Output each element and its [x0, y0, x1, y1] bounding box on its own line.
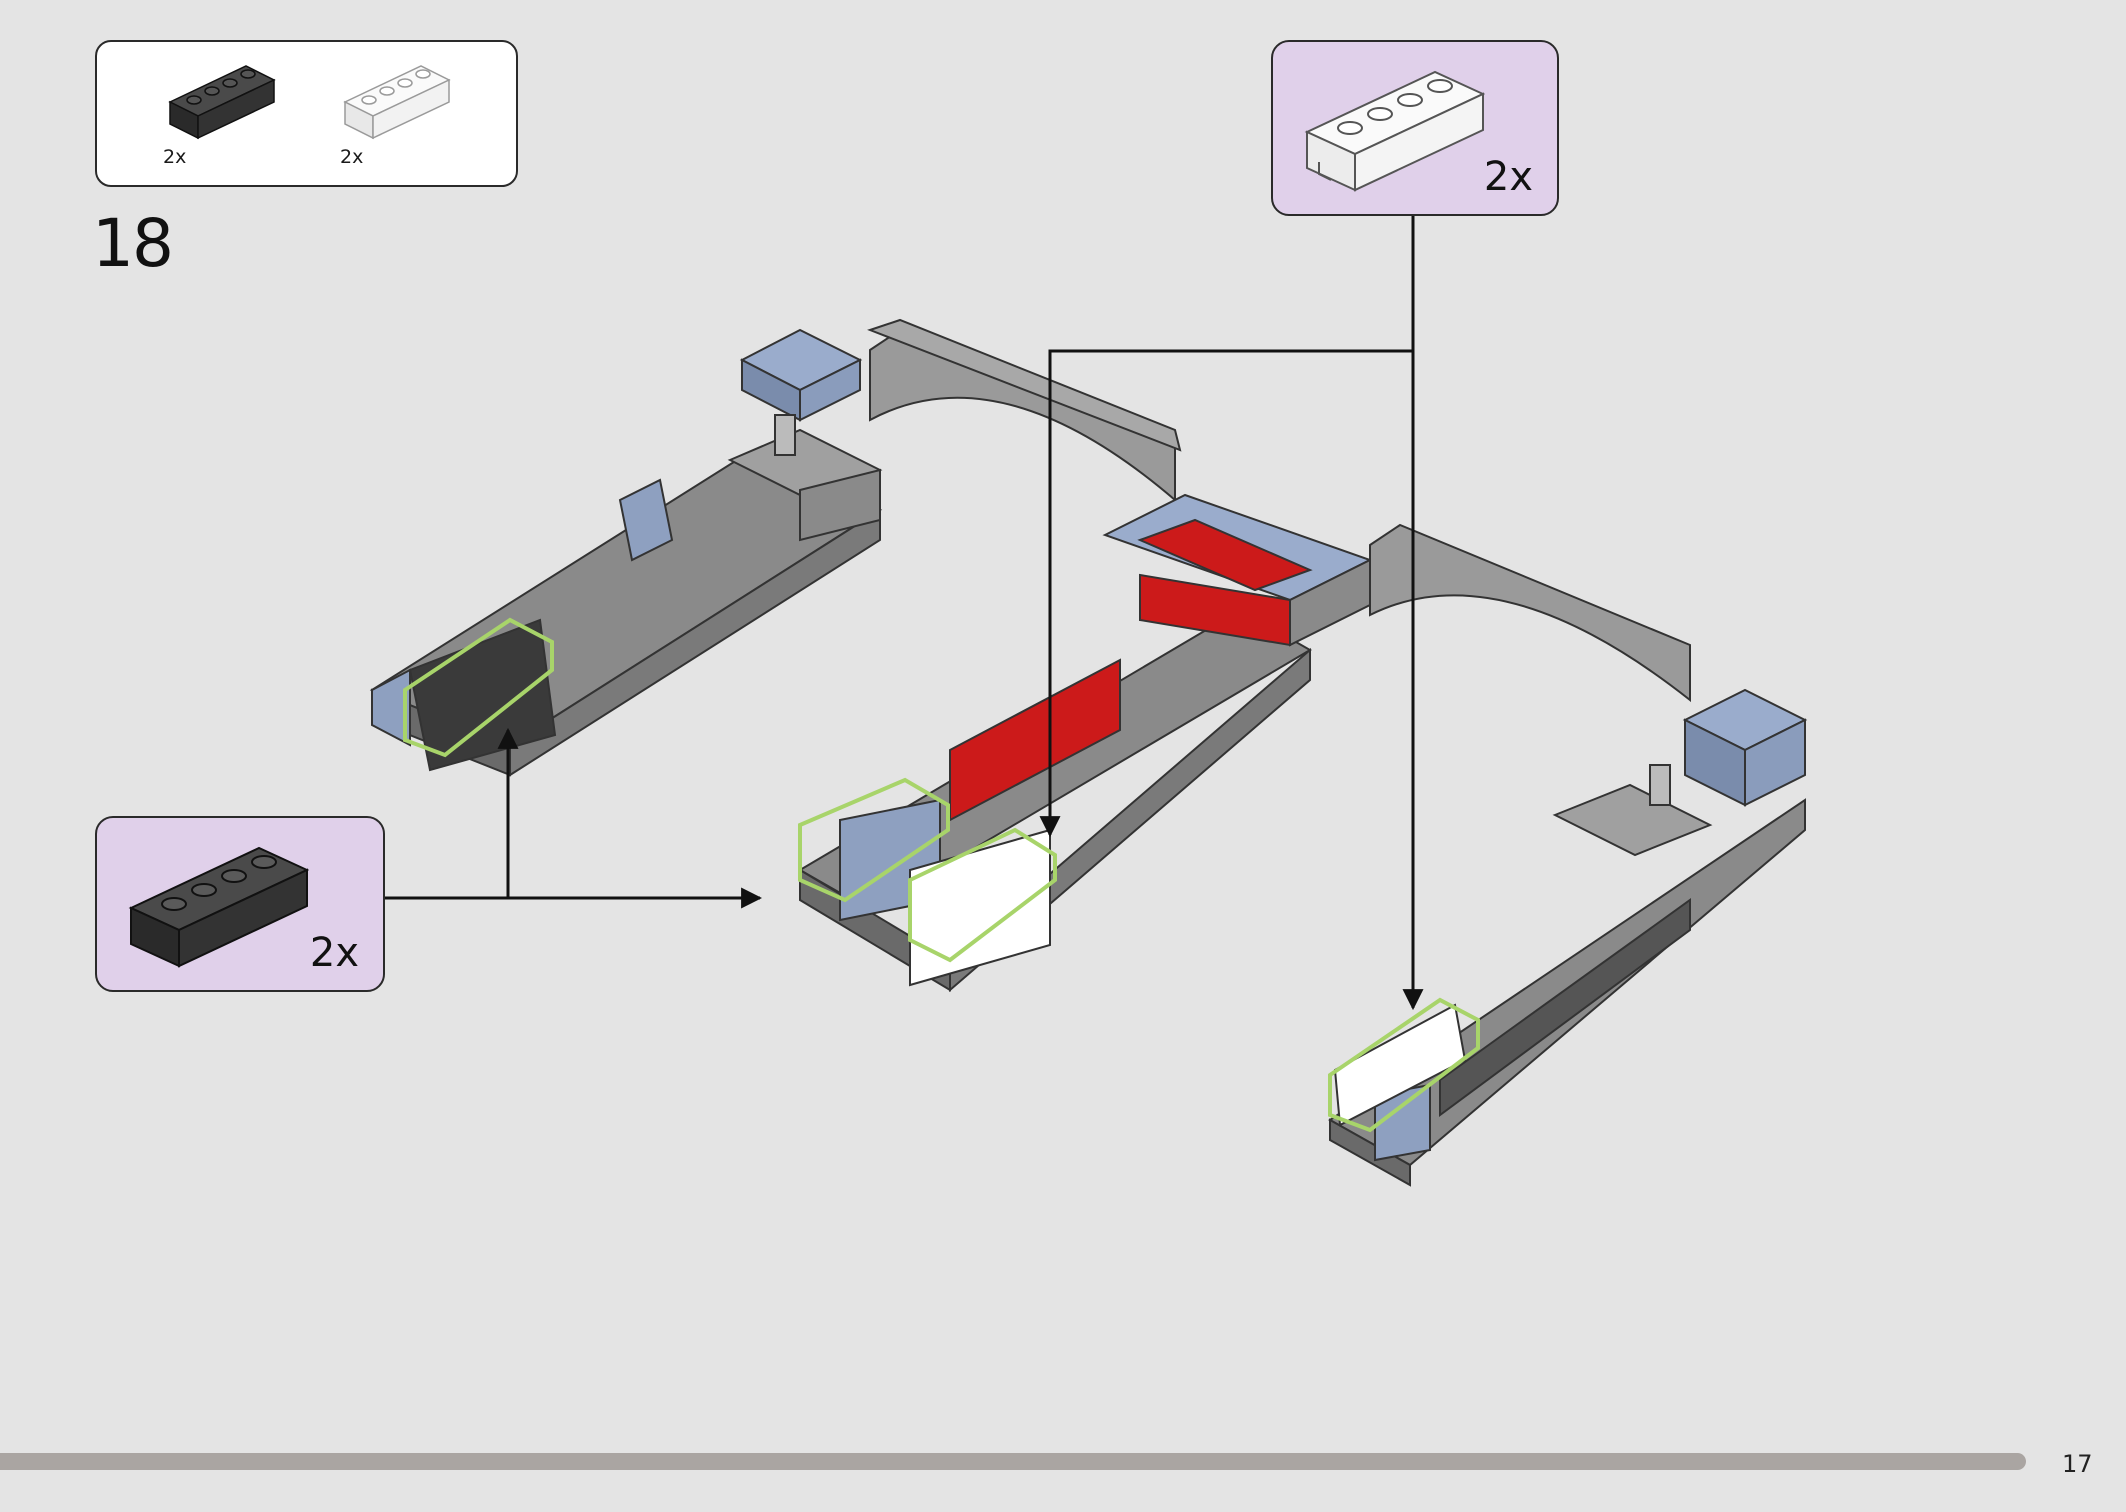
white-brick-1x4-icon	[343, 65, 451, 140]
parts-qty-black: 2x	[163, 146, 187, 168]
instruction-arrows	[385, 216, 1424, 1011]
black-brick-1x4-icon	[128, 846, 309, 968]
arch-left	[867, 318, 1182, 503]
callout-white-bricks: 2x	[1271, 40, 1559, 216]
parts-qty-white: 2x	[340, 146, 364, 168]
callout-top-qty: 2x	[1483, 154, 1533, 200]
left-arm	[369, 453, 883, 777]
parts-list-box: 2x 2x	[95, 40, 518, 187]
callout-left-qty: 2x	[309, 930, 359, 976]
white-brick-1x4-icon	[1304, 70, 1485, 192]
center-arm	[798, 608, 1312, 993]
progress-bar	[0, 1453, 2026, 1470]
step-number: 18	[92, 205, 174, 282]
callout-black-bricks: 2x	[95, 816, 385, 992]
right-tower-block	[1682, 688, 1808, 807]
page-number: 17	[2062, 1450, 2093, 1478]
arch-right	[1369, 523, 1691, 703]
added-brick-highlights	[403, 617, 1480, 1133]
right-arm	[1328, 798, 1806, 1187]
left-bracket	[727, 414, 883, 542]
black-brick-1x4-icon	[168, 65, 276, 140]
left-tower-block	[739, 328, 863, 422]
center-red-block	[1102, 493, 1373, 647]
right-bracket	[1552, 764, 1713, 857]
